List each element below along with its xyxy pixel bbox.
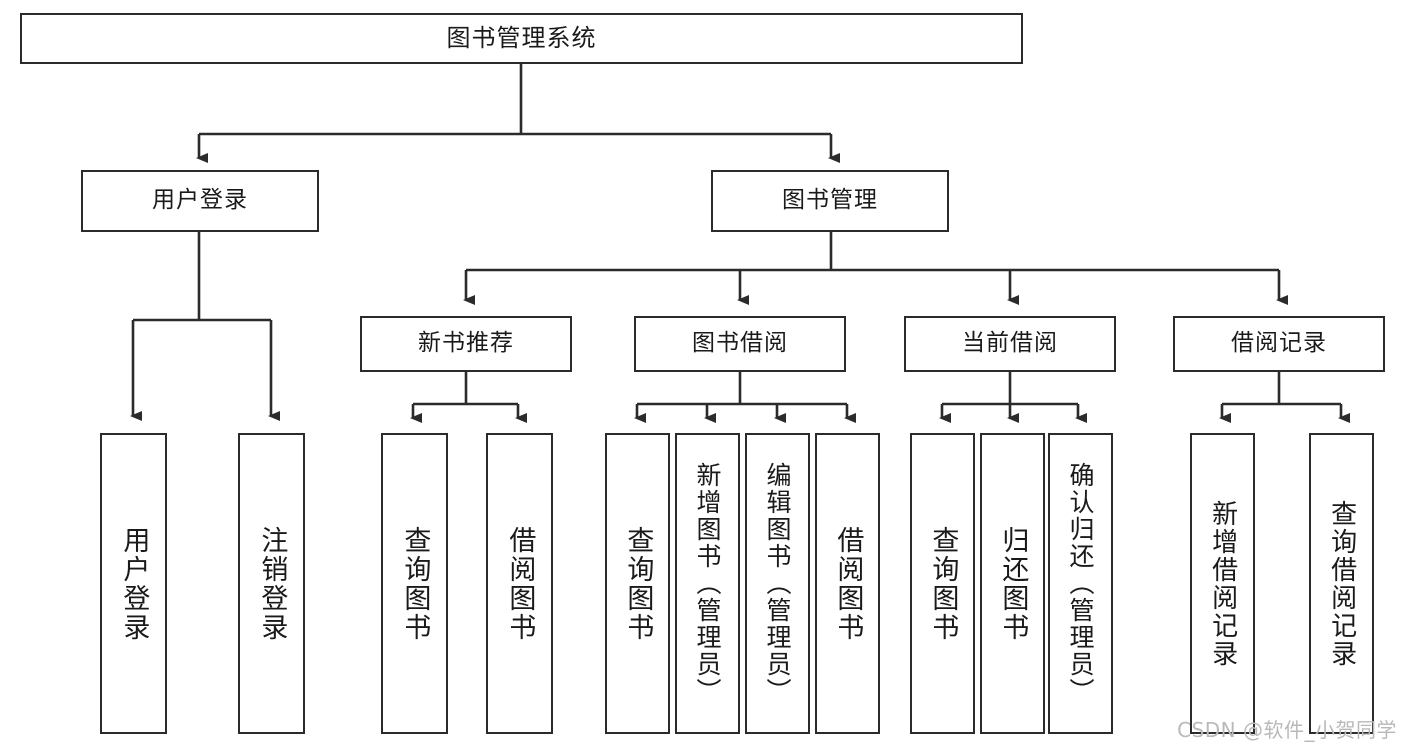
node-new-book-recommend-label: 新书推荐 <box>418 330 514 357</box>
node-book-manage-label: 图书管理 <box>782 187 878 214</box>
node-book-borrow-label: 图书借阅 <box>692 330 788 357</box>
node-borrow-record-label: 借阅记录 <box>1231 330 1327 357</box>
leaf-borrow-record-add[interactable]: 新增借阅记录 <box>1190 433 1255 734</box>
leaf-label: 用户登录 <box>118 525 150 642</box>
node-book-manage[interactable]: 图书管理 <box>711 170 949 232</box>
leaf-label: 查询图书 <box>622 525 654 642</box>
leaf-current-borrow-confirm[interactable]: 确认归还（管理员） <box>1048 433 1113 734</box>
leaf-new-book-query[interactable]: 查询图书 <box>381 433 448 734</box>
leaf-current-borrow-query[interactable]: 查询图书 <box>910 433 975 734</box>
node-current-borrow-label: 当前借阅 <box>962 330 1058 357</box>
leaf-label: 确认归还（管理员） <box>1066 462 1095 705</box>
leaf-label: 借阅图书 <box>504 525 536 642</box>
leaf-book-borrow-edit[interactable]: 编辑图书（管理员） <box>745 433 810 734</box>
leaf-label: 归还图书 <box>997 525 1029 642</box>
leaf-borrow-record-query[interactable]: 查询借阅记录 <box>1309 433 1374 734</box>
leaf-user-login-login[interactable]: 用户登录 <box>100 433 167 734</box>
leaf-label: 查询图书 <box>927 525 959 642</box>
leaf-current-borrow-return[interactable]: 归还图书 <box>980 433 1045 734</box>
leaf-label: 新增借阅记录 <box>1207 499 1238 668</box>
node-borrow-record[interactable]: 借阅记录 <box>1173 316 1385 372</box>
node-new-book-recommend[interactable]: 新书推荐 <box>360 316 572 372</box>
leaf-label: 查询图书 <box>399 525 431 642</box>
node-user-login[interactable]: 用户登录 <box>81 170 319 232</box>
leaf-book-borrow-query[interactable]: 查询图书 <box>605 433 670 734</box>
node-book-borrow[interactable]: 图书借阅 <box>634 316 846 372</box>
leaf-user-login-logout[interactable]: 注销登录 <box>238 433 305 734</box>
leaf-label: 编辑图书（管理员） <box>763 462 792 705</box>
leaf-label: 注销登录 <box>256 525 288 642</box>
node-root-label: 图书管理系统 <box>446 24 597 53</box>
leaf-label: 借阅图书 <box>832 525 864 642</box>
node-root[interactable]: 图书管理系统 <box>20 13 1023 64</box>
leaf-label: 查询借阅记录 <box>1326 499 1357 668</box>
leaf-book-borrow-add[interactable]: 新增图书（管理员） <box>675 433 740 734</box>
node-user-login-label: 用户登录 <box>152 187 248 214</box>
leaf-label: 新增图书（管理员） <box>693 462 722 705</box>
leaf-book-borrow-borrow[interactable]: 借阅图书 <box>815 433 880 734</box>
node-current-borrow[interactable]: 当前借阅 <box>904 316 1116 372</box>
leaf-new-book-borrow[interactable]: 借阅图书 <box>486 433 553 734</box>
watermark-text: CSDN @软件_小贺同学 <box>1177 718 1397 742</box>
